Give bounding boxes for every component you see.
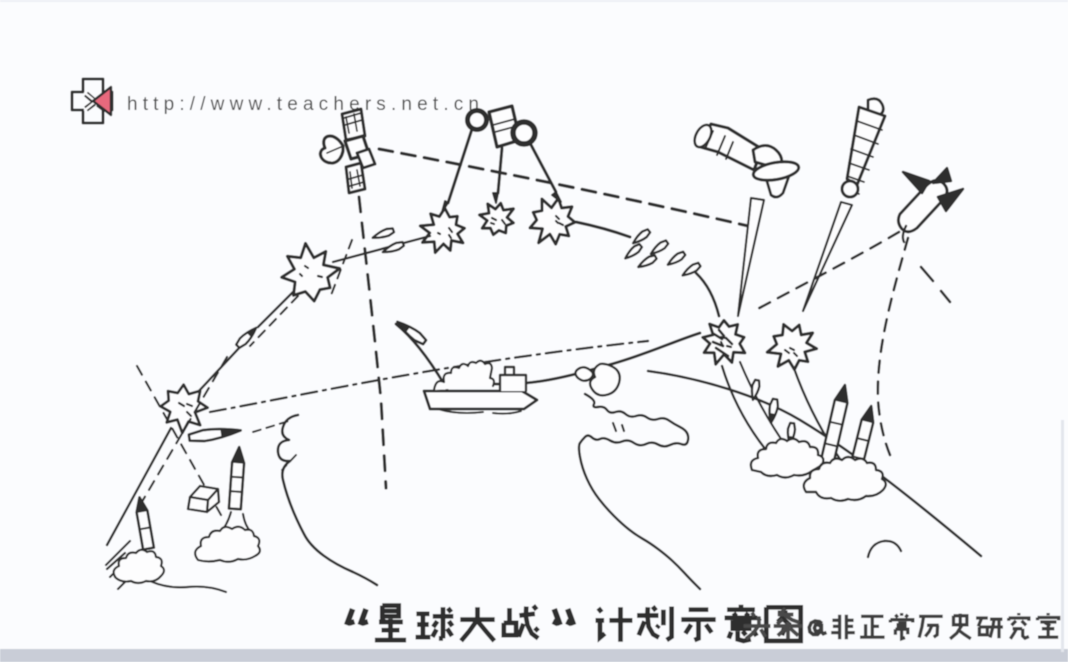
svg-text:http://www.teachers.net.cn: http://www.teachers.net.cn: [127, 94, 479, 115]
